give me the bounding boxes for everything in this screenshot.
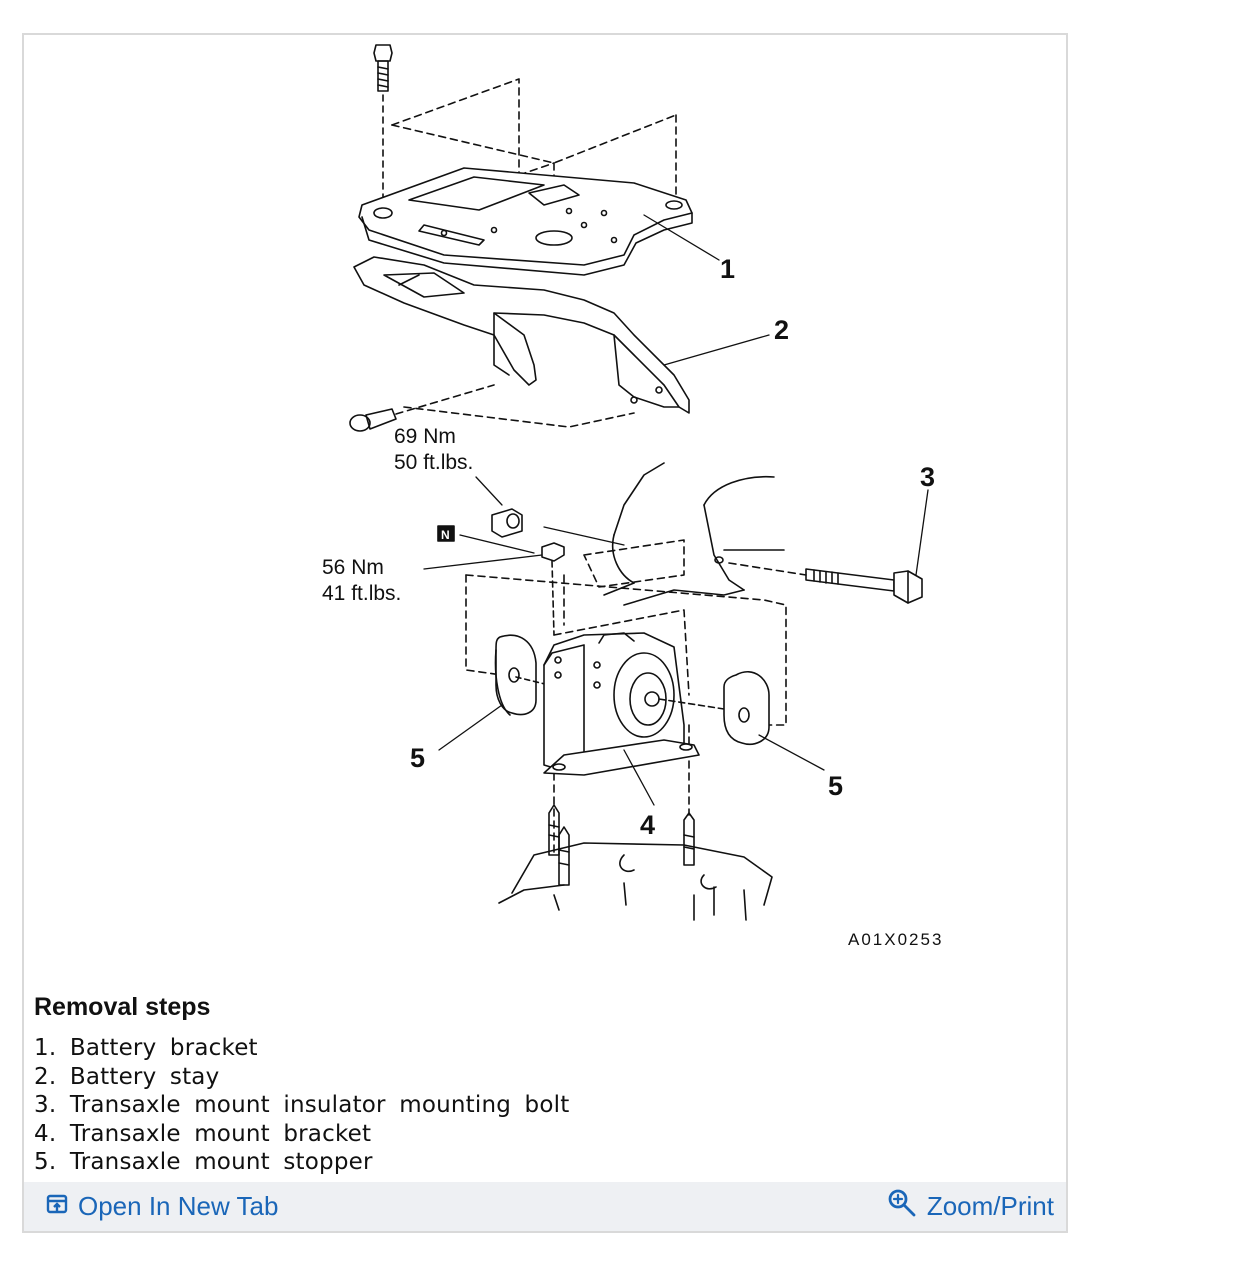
list-item: 3. Transaxle mount insulator mounting bo… <box>34 1092 570 1118</box>
mount-stopper-left <box>438 634 550 751</box>
callout-4: 4 <box>640 810 655 840</box>
removal-steps-list: 1. Battery bracket 2. Battery stay 3. Tr… <box>34 1034 1034 1177</box>
list-item: 4. Transaxle mount bracket <box>34 1120 372 1147</box>
removal-steps: Removal steps 1. Battery bracket 2. Batt… <box>34 993 1034 1177</box>
callout-2: 2 <box>774 315 789 345</box>
battery-stay <box>353 256 770 414</box>
top-bolt <box>373 44 393 216</box>
diagram-labels: 1 2 3 4 5 5 69 Nm 50 ft.lbs. 56 Nm 41 ft… <box>322 254 943 949</box>
open-in-new-tab-label: Open In New Tab <box>78 1191 279 1221</box>
exploded-diagram: 1 2 3 4 5 5 69 Nm 50 ft.lbs. 56 Nm 41 ft… <box>24 35 1070 995</box>
torque-2-nm: 56 Nm <box>322 556 384 579</box>
diagram-card: 1 2 3 4 5 5 69 Nm 50 ft.lbs. 56 Nm 41 ft… <box>22 33 1068 1233</box>
torque-1-ftlbs: 50 ft.lbs. <box>394 451 473 474</box>
figure-code: A01X0253 <box>848 930 943 949</box>
mount-alignment-lines <box>465 574 787 856</box>
nut-marker-label: N <box>441 528 450 542</box>
transaxle-housing <box>583 462 785 606</box>
nut <box>437 476 523 542</box>
lower-studs-and-body <box>498 804 773 921</box>
battery-bracket <box>358 167 720 276</box>
open-in-new-tab-icon <box>46 1191 68 1222</box>
transaxle-mount-bracket <box>543 632 725 806</box>
zoom-print-link[interactable]: Zoom/Print <box>887 1188 1054 1225</box>
card-footer: Open In New Tab Zoom/Print <box>24 1182 1066 1231</box>
list-item: 5. Transaxle mount stopper <box>34 1149 373 1175</box>
mount-stopper-right <box>723 671 825 771</box>
callout-3: 3 <box>920 462 935 492</box>
mount-top-bolt <box>423 542 565 636</box>
removal-steps-title: Removal steps <box>34 993 211 1021</box>
mount-insulator-bolt <box>543 489 929 604</box>
zoom-print-label: Zoom/Print <box>926 1191 1054 1221</box>
list-item: 1. Battery bracket <box>34 1035 258 1061</box>
zoom-in-icon <box>887 1188 917 1225</box>
torque-2-ftlbs: 41 ft.lbs. <box>322 582 401 605</box>
callout-5-right: 5 <box>828 771 843 801</box>
torque-1-nm: 69 Nm <box>394 425 456 448</box>
callout-5-left: 5 <box>410 743 425 773</box>
callout-1: 1 <box>720 254 735 284</box>
list-item: 2. Battery stay <box>34 1063 220 1090</box>
open-in-new-tab-link[interactable]: Open In New Tab <box>46 1191 278 1222</box>
diagram-svg: 1 2 3 4 5 5 69 Nm 50 ft.lbs. 56 Nm 41 ft… <box>322 44 943 949</box>
stay-bolt <box>349 384 635 432</box>
